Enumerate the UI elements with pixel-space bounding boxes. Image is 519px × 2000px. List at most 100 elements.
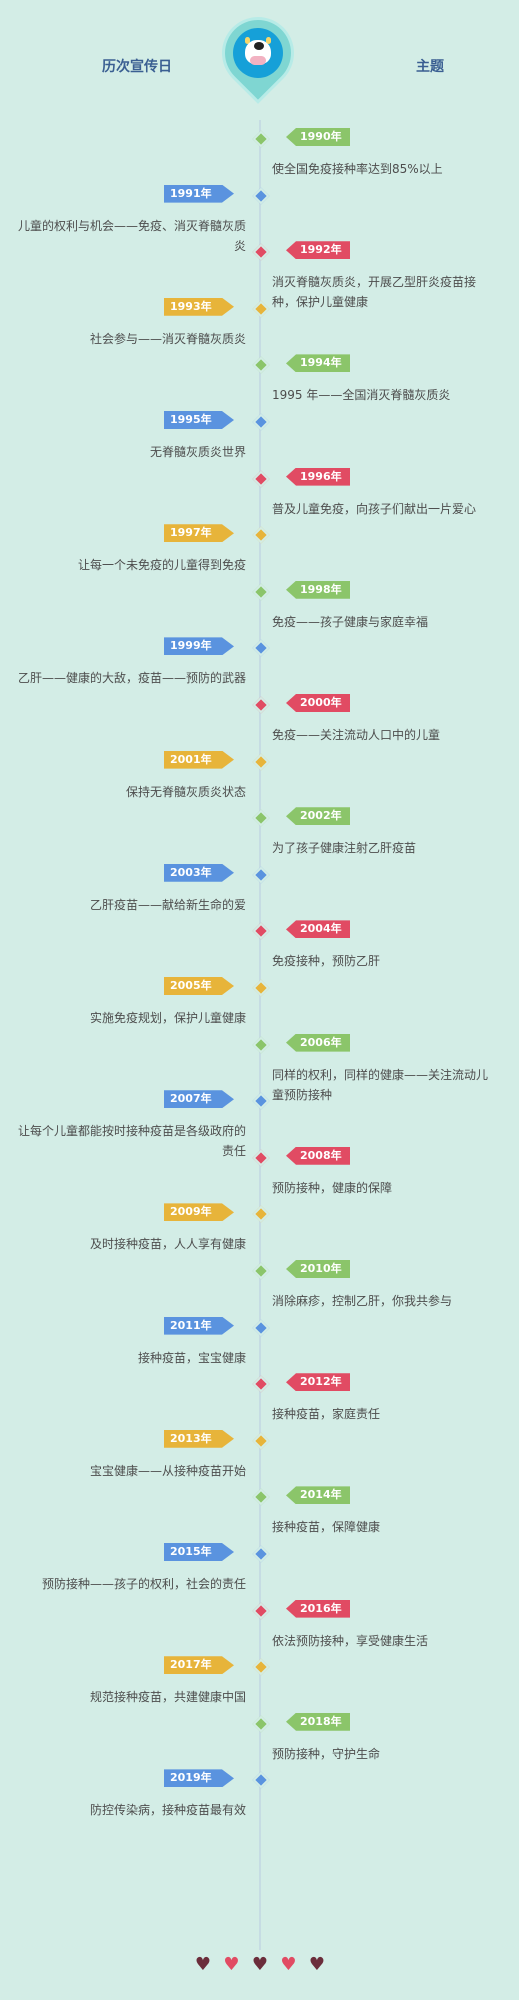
year-tag: 1990年 (286, 128, 350, 146)
year-tag: 2018年 (286, 1712, 350, 1731)
year-tag: 2007年 (164, 1090, 234, 1109)
timeline-marker-icon (252, 470, 270, 488)
event-theme-text: 社会参与——消灭脊髓灰质炎 (89, 331, 246, 346)
year-tag: 2005年 (164, 977, 234, 995)
timeline-marker-icon (252, 639, 270, 657)
timeline-marker-icon (252, 696, 270, 714)
event-theme-text: 免疫接种，预防乙肝 (272, 954, 381, 969)
year-tag: 2002年 (286, 807, 350, 826)
heart-icon: ♥ (308, 1954, 326, 1975)
event-theme-text: 同样的权利，同样的健康——关注流动儿童预防接种 (272, 1067, 489, 1102)
event-theme-text: 接种疫苗，宝宝健康 (137, 1350, 246, 1365)
event-theme-text: 接种疫苗，保障健康 (272, 1520, 381, 1535)
timeline-marker-icon (252, 1602, 270, 1620)
year-tag: 1993年 (164, 297, 234, 316)
event-theme-text: 接种疫苗，家庭责任 (272, 1407, 381, 1422)
event-theme-text: 乙肝——健康的大敌，疫苗——预防的武器 (17, 671, 246, 686)
timeline-marker-icon (252, 130, 270, 148)
year-tag: 2019年 (164, 1769, 234, 1788)
year-tag: 2014年 (286, 1486, 350, 1505)
event-theme-text: 让每一个未免疫的儿童得到免疫 (77, 558, 246, 573)
year-tag: 2016年 (286, 1599, 350, 1618)
cow-nose-icon (250, 56, 266, 65)
timeline-marker-icon (252, 1658, 270, 1676)
timeline-marker-icon (252, 1262, 270, 1280)
year-tag: 2003年 (164, 863, 234, 882)
year-tag: 1992年 (286, 241, 350, 260)
year-tag: 2009年 (164, 1203, 234, 1222)
timeline-marker-icon (252, 1771, 270, 1789)
timeline-marker-icon (252, 1715, 270, 1733)
heart-icon: ♥ (251, 1954, 269, 1975)
event-theme-text: 预防接种——孩子的权利，社会的责任 (41, 1577, 246, 1591)
event-theme-text: 消除麻疹，控制乙肝，你我共参与 (272, 1294, 453, 1308)
event-theme-text: 普及儿童免疫，向孩子们献出一片爱心 (272, 501, 477, 516)
year-tag: 2017年 (164, 1656, 234, 1675)
timeline-marker-icon (252, 1149, 270, 1167)
event-theme-text: 使全国免疫接种率达到85%以上 (272, 162, 443, 176)
event-theme-text: 预防接种，健康的保障 (272, 1180, 393, 1195)
heart-icon: ♥ (223, 1954, 240, 1975)
year-tag: 2010年 (286, 1260, 350, 1278)
timeline-marker-icon (252, 1488, 270, 1506)
event-theme-text: 宝宝健康——从接种疫苗开始 (89, 1463, 246, 1478)
timeline-marker-icon (252, 243, 270, 261)
timeline-marker-icon (252, 809, 270, 827)
event-theme-text: 防控传染病，接种疫苗最有效 (89, 1803, 246, 1818)
timeline-marker-icon (252, 1205, 270, 1223)
year-tag: 2000年 (286, 694, 350, 712)
year-tag: 1998年 (286, 580, 350, 599)
event-theme-text: 免疫——关注流动人口中的儿童 (272, 728, 441, 742)
timeline-marker-icon (252, 300, 270, 318)
timeline-marker-icon (252, 922, 270, 940)
event-theme-text: 无脊髓灰质炎世界 (149, 445, 246, 459)
hearts-footer: ♥ ♥ ♥ ♥ ♥ (194, 1956, 326, 1976)
year-tag: 2004年 (286, 920, 350, 939)
event-theme-text: 预防接种，守护生命 (272, 1746, 381, 1761)
event-theme-text: 儿童的权利与机会——免疫、消灭脊髓灰质炎 (17, 218, 246, 253)
event-theme-text: 乙肝疫苗——献给新生命的爱 (89, 897, 246, 912)
timeline-marker-icon (252, 413, 270, 431)
cow-logo (233, 28, 283, 78)
heart-icon: ♥ (280, 1954, 297, 1975)
year-tag: 2013年 (164, 1429, 234, 1448)
year-tag: 2001年 (164, 750, 234, 769)
cow-logo-pin (211, 6, 305, 100)
header-theme-title: 主题 (416, 59, 444, 75)
header-history-days-title: 历次宣传日 (102, 59, 172, 75)
year-tag: 1995年 (164, 411, 234, 429)
event-theme-text: 实施免疫规划，保护儿童健康 (89, 1011, 246, 1025)
timeline-line (259, 120, 261, 1950)
year-tag: 1999年 (164, 637, 234, 656)
year-tag: 2012年 (286, 1373, 350, 1392)
timeline-marker-icon (252, 1375, 270, 1393)
year-tag: 1991年 (164, 184, 234, 203)
timeline-marker-icon (252, 1036, 270, 1054)
timeline-marker-icon (252, 753, 270, 771)
timeline-marker-icon (252, 866, 270, 884)
event-theme-text: 规范接种疫苗，共建健康中国 (89, 1690, 246, 1705)
event-theme-text: 为了孩子健康注射乙肝疫苗 (272, 841, 417, 856)
event-theme-text: 保持无脊髓灰质炎状态 (125, 784, 246, 799)
timeline-marker-icon (252, 187, 270, 205)
timeline-marker-icon (252, 979, 270, 997)
event-theme-text: 1995 年——全国消灭脊髓灰质炎 (272, 388, 451, 403)
timeline-marker-icon (252, 356, 270, 374)
year-tag: 2015年 (164, 1543, 234, 1561)
year-tag: 1994年 (286, 354, 350, 373)
event-theme-text: 消灭脊髓灰质炎，开展乙型肝炎疫苗接种，保护儿童健康 (272, 275, 477, 310)
year-tag: 2008年 (286, 1146, 350, 1165)
cow-spot-icon (254, 42, 264, 50)
timeline-marker-icon (252, 1319, 270, 1337)
year-tag: 1997年 (164, 524, 234, 543)
event-theme-text: 及时接种疫苗，人人享有健康 (89, 1237, 246, 1252)
timeline-marker-icon (252, 1092, 270, 1110)
heart-icon: ♥ (194, 1954, 212, 1975)
timeline-marker-icon (252, 1545, 270, 1563)
event-theme-text: 让每个儿童都能按时接种疫苗是各级政府的责任 (17, 1124, 246, 1159)
event-theme-text: 依法预防接种，享受健康生活 (272, 1633, 429, 1648)
year-tag: 2006年 (286, 1033, 350, 1052)
timeline-marker-icon (252, 1432, 270, 1450)
event-theme-text: 免疫——孩子健康与家庭幸福 (272, 614, 429, 629)
year-tag: 2011年 (164, 1316, 234, 1335)
